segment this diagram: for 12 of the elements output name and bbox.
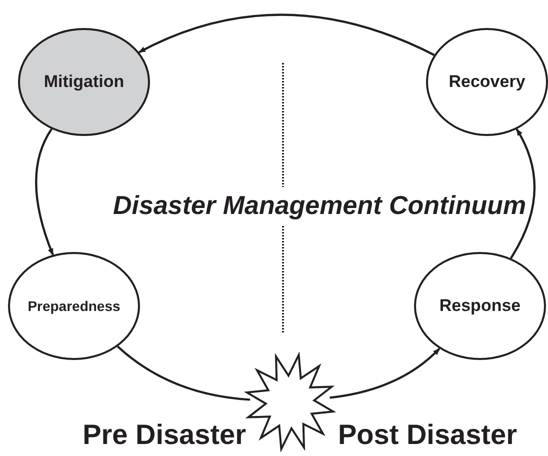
arrow (138, 14, 435, 56)
starburst (244, 352, 336, 452)
stage-label: Recovery (448, 71, 526, 94)
phase-label: Pre Disaster (82, 418, 246, 452)
stage-label: Mitigation (44, 71, 124, 94)
center-label: Disaster Management Continuum (113, 189, 526, 222)
arrow (330, 348, 440, 399)
arrow (510, 128, 536, 259)
phase-label: Post Disaster (338, 418, 517, 452)
stage-label: Preparedness (28, 296, 120, 316)
arrow (35, 128, 54, 256)
stage-label: Response (439, 295, 521, 318)
